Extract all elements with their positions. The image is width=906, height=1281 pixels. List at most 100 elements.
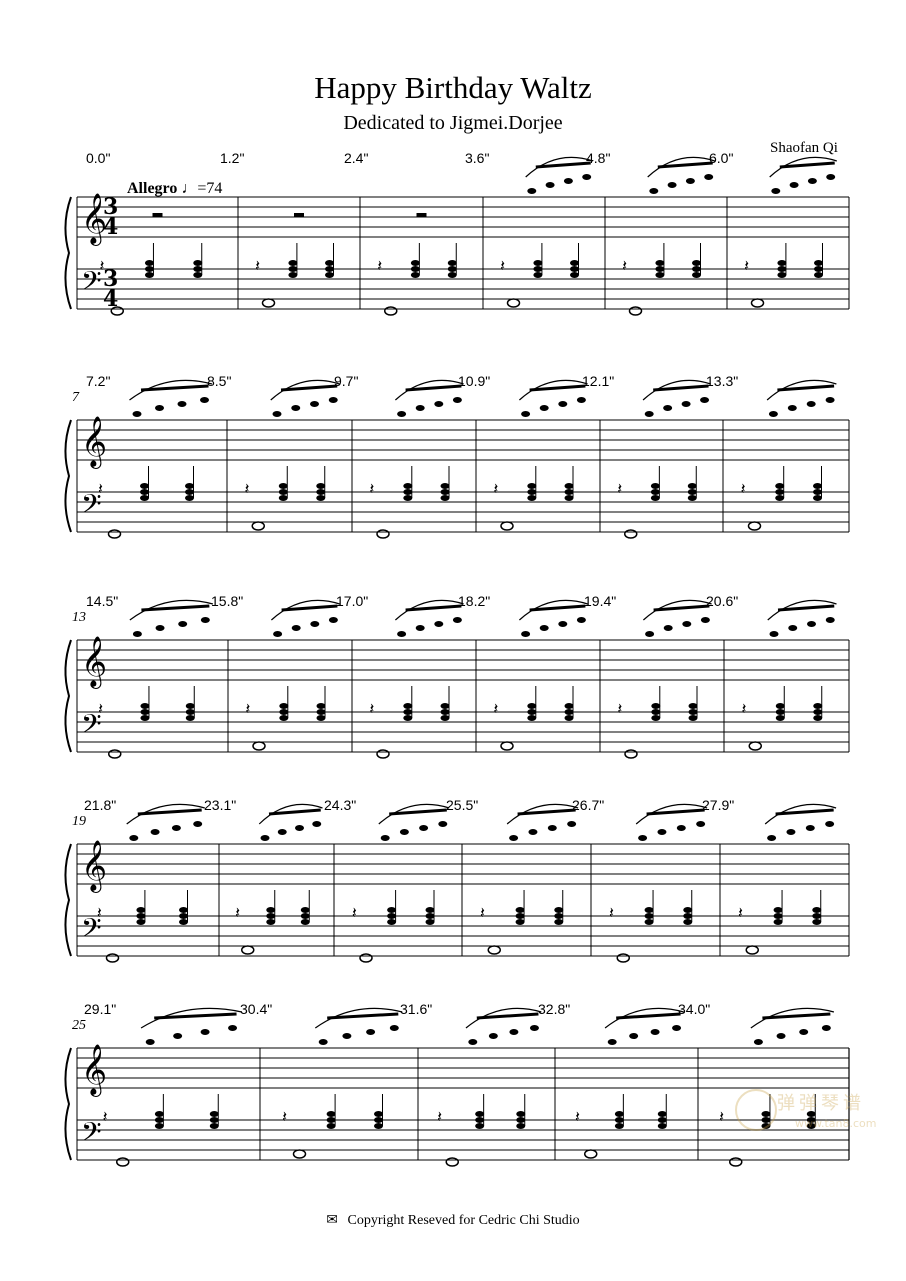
melody-note xyxy=(529,1025,539,1031)
melody-note xyxy=(825,617,835,623)
grand-staff-brace xyxy=(64,639,72,753)
bass-note xyxy=(292,1149,307,1159)
melody-note xyxy=(521,631,531,637)
accompaniment-chord-note xyxy=(209,1117,219,1123)
accompaniment-chord-note xyxy=(387,907,397,913)
beam xyxy=(529,604,586,612)
melody-note xyxy=(582,174,592,180)
accompaniment-chord-note xyxy=(326,1111,336,1117)
accompaniment-chord-note xyxy=(209,1111,219,1117)
accompaniment-chord-note xyxy=(279,703,289,709)
timestamp-label: 27.9" xyxy=(702,797,735,813)
timestamp-label: 13.3" xyxy=(706,373,739,389)
melody-note xyxy=(789,182,799,188)
time-signature-digit: 4 xyxy=(103,214,118,240)
melody-note xyxy=(380,835,390,841)
melody-note xyxy=(676,825,686,831)
accompaniment-chord-note xyxy=(650,495,660,501)
beam xyxy=(777,384,835,392)
accompaniment-chord-note xyxy=(387,913,397,919)
accompaniment-chord-note xyxy=(564,703,574,709)
bass-note xyxy=(376,749,390,759)
accompaniment-chord-note xyxy=(515,913,525,919)
accompaniment-chord-note xyxy=(136,919,146,925)
melody-note xyxy=(769,631,779,637)
accompaniment-chord-note xyxy=(657,1111,667,1117)
melody-note xyxy=(291,625,301,631)
accompaniment-chord-note xyxy=(516,1117,526,1123)
accompaniment-chord-note xyxy=(527,489,537,495)
accompaniment-chord-note xyxy=(533,272,543,278)
accompaniment-chord-note xyxy=(440,715,450,721)
melody-note xyxy=(527,188,537,194)
melody-note xyxy=(786,829,796,835)
melody-note xyxy=(150,829,160,835)
grand-staff-brace xyxy=(64,196,72,310)
bass-note xyxy=(116,1157,130,1167)
accompaniment-chord-note xyxy=(288,272,298,278)
accompaniment-chord-note xyxy=(812,913,822,919)
accompaniment-chord-note xyxy=(410,266,420,272)
slur xyxy=(647,156,715,178)
timestamp-label: 1.2" xyxy=(220,150,245,166)
beam xyxy=(616,1012,681,1020)
timestamp-label: 24.3" xyxy=(324,797,357,813)
accompaniment-chord-note xyxy=(570,272,579,278)
watermark-url: www.tan8.com xyxy=(795,1117,877,1130)
accompaniment-chord-note xyxy=(688,703,698,709)
bass-note xyxy=(261,298,276,308)
melody-note xyxy=(700,397,710,403)
accompaniment-chord-note xyxy=(655,266,665,272)
accompaniment-chord-note xyxy=(278,495,288,501)
melody-note xyxy=(468,1039,478,1045)
accompaniment-chord-note xyxy=(564,489,574,495)
treble-clef-icon: 𝄞 xyxy=(81,1044,107,1097)
melody-note xyxy=(312,821,322,827)
melody-note xyxy=(155,405,164,411)
melody-note xyxy=(132,631,142,637)
accompaniment-chord-note xyxy=(644,913,654,919)
accompaniment-chord-note xyxy=(564,483,574,489)
treble-clef-icon: 𝄞 xyxy=(81,416,107,469)
accompaniment-chord-note xyxy=(179,907,188,913)
timestamp-label: 21.8" xyxy=(84,797,117,813)
accompaniment-chord-note xyxy=(425,919,435,925)
bass-note xyxy=(750,298,765,308)
timestamp-label: 8.5" xyxy=(207,373,232,389)
timestamp-label: 32.8" xyxy=(538,1001,571,1017)
accompaniment-chord-note xyxy=(527,495,537,501)
melody-note xyxy=(667,182,677,188)
accompaniment-chord-note xyxy=(193,260,203,266)
slur xyxy=(525,156,593,178)
accompaniment-chord-note xyxy=(655,260,665,266)
melody-note xyxy=(672,1025,682,1031)
treble-clef-icon: 𝄞 xyxy=(81,193,107,246)
accompaniment-chord-note xyxy=(447,266,457,272)
accompaniment-chord-note xyxy=(185,489,194,495)
beam xyxy=(141,604,210,612)
timestamp-label: 4.8" xyxy=(586,150,611,166)
watermark-circle-icon xyxy=(735,1089,777,1131)
accompaniment-chord-note xyxy=(692,272,701,278)
accompaniment-chord-note xyxy=(773,913,783,919)
melody-note xyxy=(178,621,188,627)
accompaniment-chord-note xyxy=(814,260,823,266)
melody-note xyxy=(260,835,270,841)
tempo-word: Allegro xyxy=(127,180,178,197)
accompaniment-chord-note xyxy=(136,913,146,919)
melody-note xyxy=(389,1025,399,1031)
accompaniment-chord-note xyxy=(806,1111,816,1117)
melody-note xyxy=(193,821,203,827)
bass-note xyxy=(110,306,124,316)
melody-note xyxy=(787,405,797,411)
quarter-rest-icon: 𝄽 xyxy=(235,903,240,922)
melody-note xyxy=(645,631,655,637)
melody-note xyxy=(539,625,549,631)
melody-note xyxy=(545,182,555,188)
melody-note xyxy=(825,821,835,827)
treble-clef-icon: 𝄞 xyxy=(81,840,107,893)
timestamp-label: 29.1" xyxy=(84,1001,117,1017)
accompaniment-chord-note xyxy=(144,272,154,278)
accompaniment-chord-note xyxy=(288,260,298,266)
accompaniment-chord-note xyxy=(387,919,397,925)
